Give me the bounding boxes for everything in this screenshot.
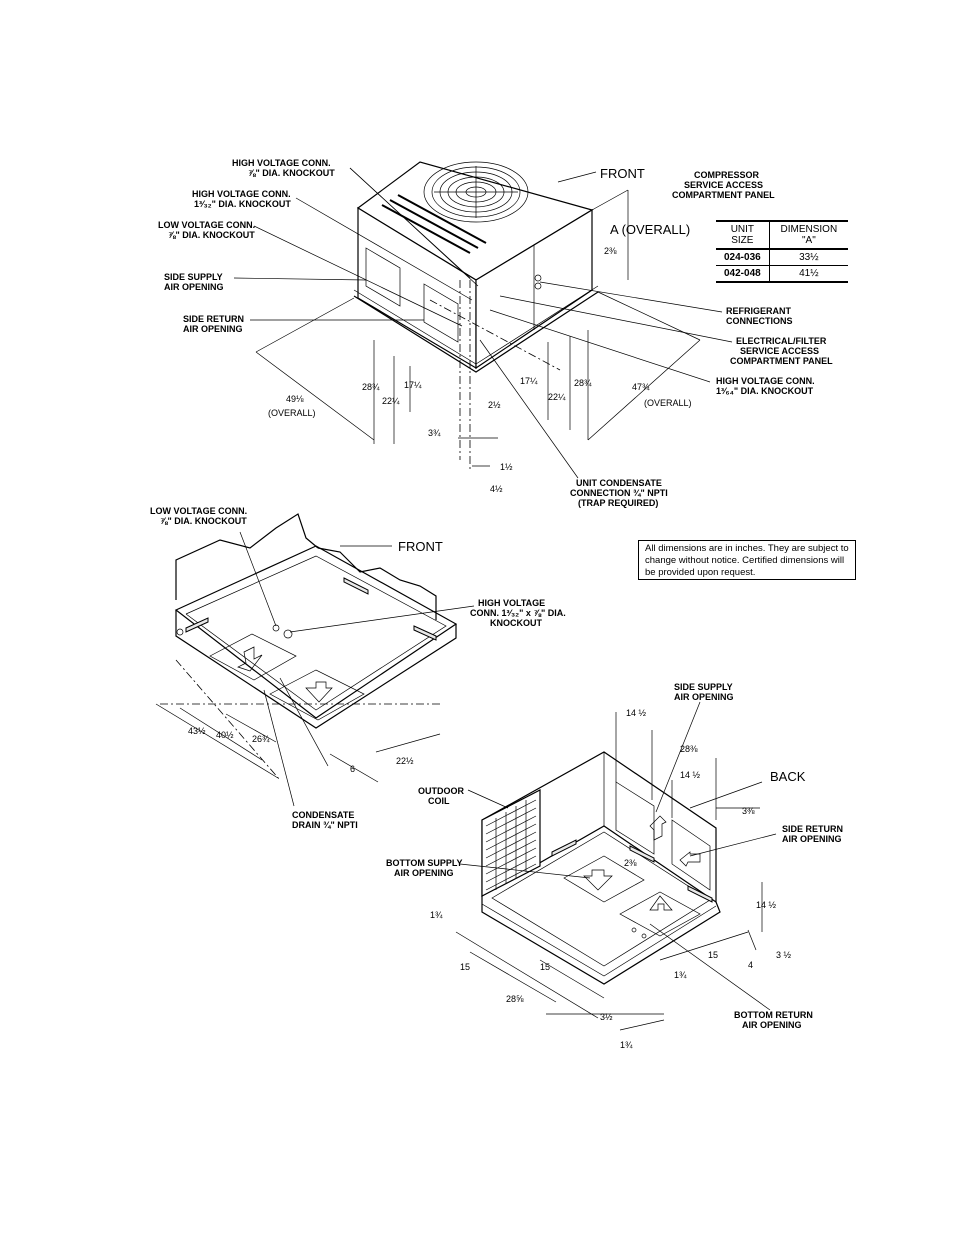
label-electrical-a: ELECTRICAL/FILTER bbox=[736, 336, 827, 346]
label-mid-lv-conn-a: LOW VOLTAGE CONN. bbox=[150, 506, 247, 516]
table-cell-size: 024-036 bbox=[716, 249, 770, 266]
dim-bot-3-3-8: 3⅜ bbox=[742, 806, 755, 816]
dim-22-mid: 22½ bbox=[396, 756, 414, 766]
dim-bot-15a: 15 bbox=[460, 962, 470, 972]
table-cell-size: 042-048 bbox=[716, 265, 770, 282]
table-cell-dim: 33½ bbox=[799, 252, 819, 263]
table-cell-dim: 41½ bbox=[799, 268, 819, 279]
dimension-table: UNIT SIZE DIMENSION "A" 024-036 33½ 042-… bbox=[716, 220, 848, 283]
dim-3-3-4: 3¾ bbox=[428, 428, 441, 438]
table-header-row: UNIT SIZE DIMENSION "A" bbox=[716, 221, 848, 249]
dimension-note: All dimensions are in inches. They are s… bbox=[638, 540, 856, 580]
label-hv-conn-1b: 1³⁄₃₂" DIA. KNOCKOUT bbox=[194, 199, 291, 209]
label-hv-conn-1a: HIGH VOLTAGE CONN. bbox=[192, 189, 291, 199]
label-front-top: FRONT bbox=[600, 166, 645, 181]
dim-bot-1-3-4b: 1¾ bbox=[674, 970, 687, 980]
label-hv-conn-top-2: ⅞" DIA. KNOCKOUT bbox=[248, 168, 335, 178]
label-outdoor-coil-a: OUTDOOR bbox=[418, 786, 464, 796]
label-bot-side-return-b: AIR OPENING bbox=[782, 834, 842, 844]
dim-bot-4: 4 bbox=[748, 960, 753, 970]
dim-28-right: 28¾ bbox=[574, 378, 592, 388]
label-bot-side-return-a: SIDE RETURN bbox=[782, 824, 843, 834]
label-electrical-b: SERVICE ACCESS bbox=[740, 346, 819, 356]
dim-bot-3-1-2a: 3 ½ bbox=[776, 950, 792, 960]
dim-bot-1-3-4a: 1¾ bbox=[430, 910, 443, 920]
label-bot-side-supply-b: AIR OPENING bbox=[674, 692, 734, 702]
label-bottom-supply-a: BOTTOM SUPPLY bbox=[386, 858, 463, 868]
dim-47: 47¾ bbox=[632, 382, 650, 392]
table-header-dimension: DIMENSION "A" bbox=[780, 224, 838, 246]
label-overall-right: (OVERALL) bbox=[644, 398, 692, 408]
label-refrigerant-a: REFRIGERANT bbox=[726, 306, 792, 316]
label-mid-front: FRONT bbox=[398, 539, 443, 554]
label-compressor-c: COMPARTMENT PANEL bbox=[672, 190, 775, 200]
label-mid-hv-conn-a: HIGH VOLTAGE bbox=[478, 598, 545, 608]
label-mid-hv-conn-c: KNOCKOUT bbox=[490, 618, 542, 628]
dim-43: 43½ bbox=[188, 726, 206, 736]
label-mid-hv-conn-b: CONN. 1³⁄₃₂" x ⅞" DIA. bbox=[470, 608, 566, 618]
label-condensate-c: (TRAP REQUIRED) bbox=[578, 498, 658, 508]
label-side-return-a: SIDE RETURN bbox=[183, 314, 244, 324]
dim-bot-28-5: 28⅝ bbox=[506, 994, 524, 1004]
label-back: BACK bbox=[770, 769, 806, 784]
label-side-supply-b: AIR OPENING bbox=[164, 282, 224, 292]
dim-17-right: 17¼ bbox=[520, 376, 538, 386]
label-side-return-b: AIR OPENING bbox=[183, 324, 243, 334]
bottom-isometric-view bbox=[455, 701, 777, 1031]
dim-4-1-2: 4½ bbox=[490, 484, 503, 494]
dim-17-left: 17¼ bbox=[404, 380, 422, 390]
label-a-overall: A (OVERALL) bbox=[610, 222, 690, 237]
label-bottom-return-b: AIR OPENING bbox=[742, 1020, 802, 1030]
label-overall-left: (OVERALL) bbox=[268, 408, 316, 418]
label-condensate-b: CONNECTION ¾" NPTI bbox=[570, 488, 668, 498]
label-bottom-return-a: BOTTOM RETURN bbox=[734, 1010, 813, 1020]
dim-26: 26¾ bbox=[252, 734, 270, 744]
dim-bot-28: 28⅜ bbox=[680, 744, 698, 754]
dim-bot-3-1-2b: 3½ bbox=[600, 1012, 613, 1022]
dim-bot-2-3-8: 2⅜ bbox=[624, 858, 637, 868]
label-hv-conn-2a: HIGH VOLTAGE CONN. bbox=[716, 376, 815, 386]
top-isometric-view bbox=[233, 161, 733, 479]
dim-22-right: 22¼ bbox=[548, 392, 566, 402]
dim-bot-1-3-4c: 1¾ bbox=[620, 1040, 633, 1050]
table-header-unit-size: UNIT SIZE bbox=[716, 221, 770, 249]
label-side-supply-a: SIDE SUPPLY bbox=[164, 272, 223, 282]
dim-bot-15c: 15 bbox=[708, 950, 718, 960]
dim-6: 6 bbox=[350, 764, 355, 774]
label-bot-side-supply-a: SIDE SUPPLY bbox=[674, 682, 733, 692]
label-refrigerant-b: CONNECTIONS bbox=[726, 316, 793, 326]
label-condensate-drain-b: DRAIN ¾" NPTI bbox=[292, 820, 358, 830]
table-row: 042-048 41½ bbox=[716, 265, 848, 282]
dim-1-1-2: 1½ bbox=[500, 462, 513, 472]
label-compressor-b: SERVICE ACCESS bbox=[684, 180, 763, 190]
dim-bot-14a: 14 ½ bbox=[626, 708, 647, 718]
label-bottom-supply-b: AIR OPENING bbox=[394, 868, 454, 878]
label-condensate-drain-a: CONDENSATE bbox=[292, 810, 354, 820]
dim-bot-14b: 14 ½ bbox=[680, 770, 701, 780]
dim-bot-15b: 15 bbox=[540, 962, 550, 972]
label-mid-lv-conn-b: ⅞" DIA. KNOCKOUT bbox=[160, 516, 247, 526]
label-electrical-c: COMPARTMENT PANEL bbox=[730, 356, 833, 366]
label-outdoor-coil-b: COIL bbox=[428, 796, 450, 806]
label-lv-conn-a: LOW VOLTAGE CONN. bbox=[158, 220, 255, 230]
label-condensate-a: UNIT CONDENSATE bbox=[576, 478, 662, 488]
dim-22-left: 22¼ bbox=[382, 396, 400, 406]
dim-40: 40½ bbox=[216, 730, 234, 740]
table-row: 024-036 33½ bbox=[716, 249, 848, 266]
dim-49: 49⅛ bbox=[286, 394, 304, 404]
dim-2-1-2-top: 2½ bbox=[488, 400, 501, 410]
label-lv-conn-b: ⅞" DIA. KNOCKOUT bbox=[168, 230, 255, 240]
dim-bot-14c: 14 ½ bbox=[756, 900, 777, 910]
dim-2-3-8-top: 2⅜ bbox=[604, 246, 617, 256]
dim-28-left: 28¾ bbox=[362, 382, 380, 392]
middle-base-view bbox=[155, 513, 475, 807]
label-compressor-a: COMPRESSOR bbox=[694, 170, 760, 180]
label-hv-conn-2b: 1³⁄₆₄" DIA. KNOCKOUT bbox=[716, 386, 814, 396]
label-hv-conn-top-1: HIGH VOLTAGE CONN. bbox=[232, 158, 331, 168]
